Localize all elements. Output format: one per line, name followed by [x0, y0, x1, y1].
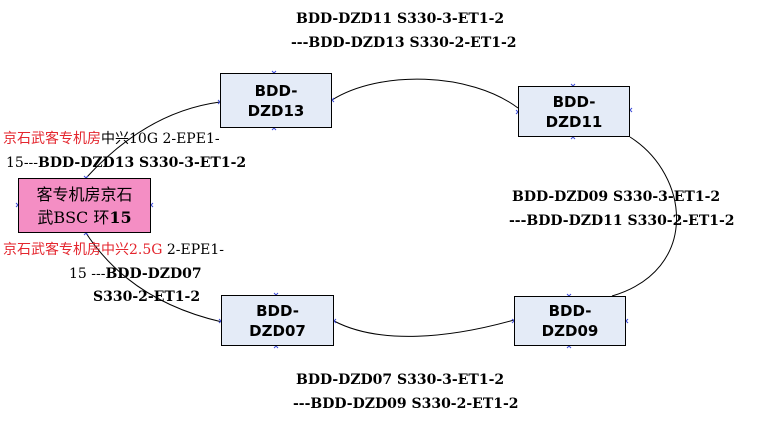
- node-dzd13-line1: BDD-: [254, 81, 298, 100]
- annotation-hub-lower-prefix: 15 ---: [69, 266, 106, 282]
- annotation-hub-lower-line2: 15 ---BDD-DZD07: [69, 264, 202, 284]
- node-dzd09: BDD- DZD09: [514, 296, 626, 346]
- annotation-hub-lower-red: 京石武客专机房中兴2.5G: [3, 242, 163, 258]
- link-dzd11-dzd09: [611, 136, 677, 297]
- node-hub-line2a: 武BSC 环: [37, 207, 110, 227]
- annotation-hub-upper-line2: 15---BDD-DZD13 S330-3-ET1-2: [6, 153, 246, 173]
- node-dzd13-line2: DZD13: [247, 101, 305, 120]
- annotation-hub-upper-bold: BDD-DZD13 S330-3-ET1-2: [38, 155, 247, 171]
- annotation-hub-lower-line1: 京石武客专机房中兴2.5G 2-EPE1-: [3, 240, 224, 260]
- link-hub-dzd13: [85, 101, 221, 179]
- label-top-line2: ---BDD-DZD13 S330-2-ET1-2: [291, 35, 517, 51]
- node-dzd07-line2: DZD07: [249, 321, 306, 340]
- annotation-hub-upper-rest: 中兴10G 2-EPE1-: [101, 131, 220, 147]
- annotation-hub-lower-bold: BDD-DZD07: [105, 266, 202, 282]
- node-dzd13: BDD- DZD13: [220, 73, 332, 128]
- node-dzd11-line2: DZD11: [545, 112, 603, 131]
- node-dzd11-line1: BDD-: [552, 92, 596, 111]
- annotation-hub-upper-prefix: 15---: [6, 155, 39, 171]
- label-top-line1: BDD-DZD11 S330-3-ET1-2: [296, 11, 505, 27]
- annotation-hub-lower-line3: S330-2-ET1-2: [93, 287, 200, 307]
- node-dzd09-line2: DZD09: [541, 322, 599, 340]
- link-hub-dzd07: [85, 232, 223, 323]
- node-hub-line2: 武BSC 环15: [37, 206, 131, 229]
- node-hub-line1: 客专机房京石: [36, 184, 133, 204]
- annotation-hub-upper-line1: 京石武客专机房中兴10G 2-EPE1-: [3, 129, 220, 149]
- node-dzd07: BDD- DZD07: [221, 295, 334, 346]
- label-bottom-line1: BDD-DZD07 S330-3-ET1-2: [296, 372, 505, 388]
- node-hub-line2b: 15: [109, 207, 132, 227]
- link-dzd07-dzd09: [333, 319, 515, 337]
- link-dzd13-dzd11: [331, 78, 519, 109]
- node-hub-bsc: 客专机房京石 武BSC 环15: [18, 178, 151, 233]
- node-dzd11: BDD- DZD11: [518, 86, 630, 137]
- annotation-hub-lower-port: S330-2-ET1-2: [93, 289, 201, 305]
- annotation-hub-upper-red: 京石武客专机房: [3, 131, 101, 147]
- node-dzd09-line1: BDD-: [548, 302, 592, 320]
- label-bottom-line2: ---BDD-DZD09 S330-2-ET1-2: [293, 396, 519, 412]
- node-dzd07-line1: BDD-: [256, 301, 299, 320]
- label-right-line2: ---BDD-DZD11 S330-2-ET1-2: [509, 213, 735, 229]
- annotation-hub-lower-rest: 2-EPE1-: [162, 242, 225, 258]
- label-right-line1: BDD-DZD09 S330-3-ET1-2: [512, 189, 721, 205]
